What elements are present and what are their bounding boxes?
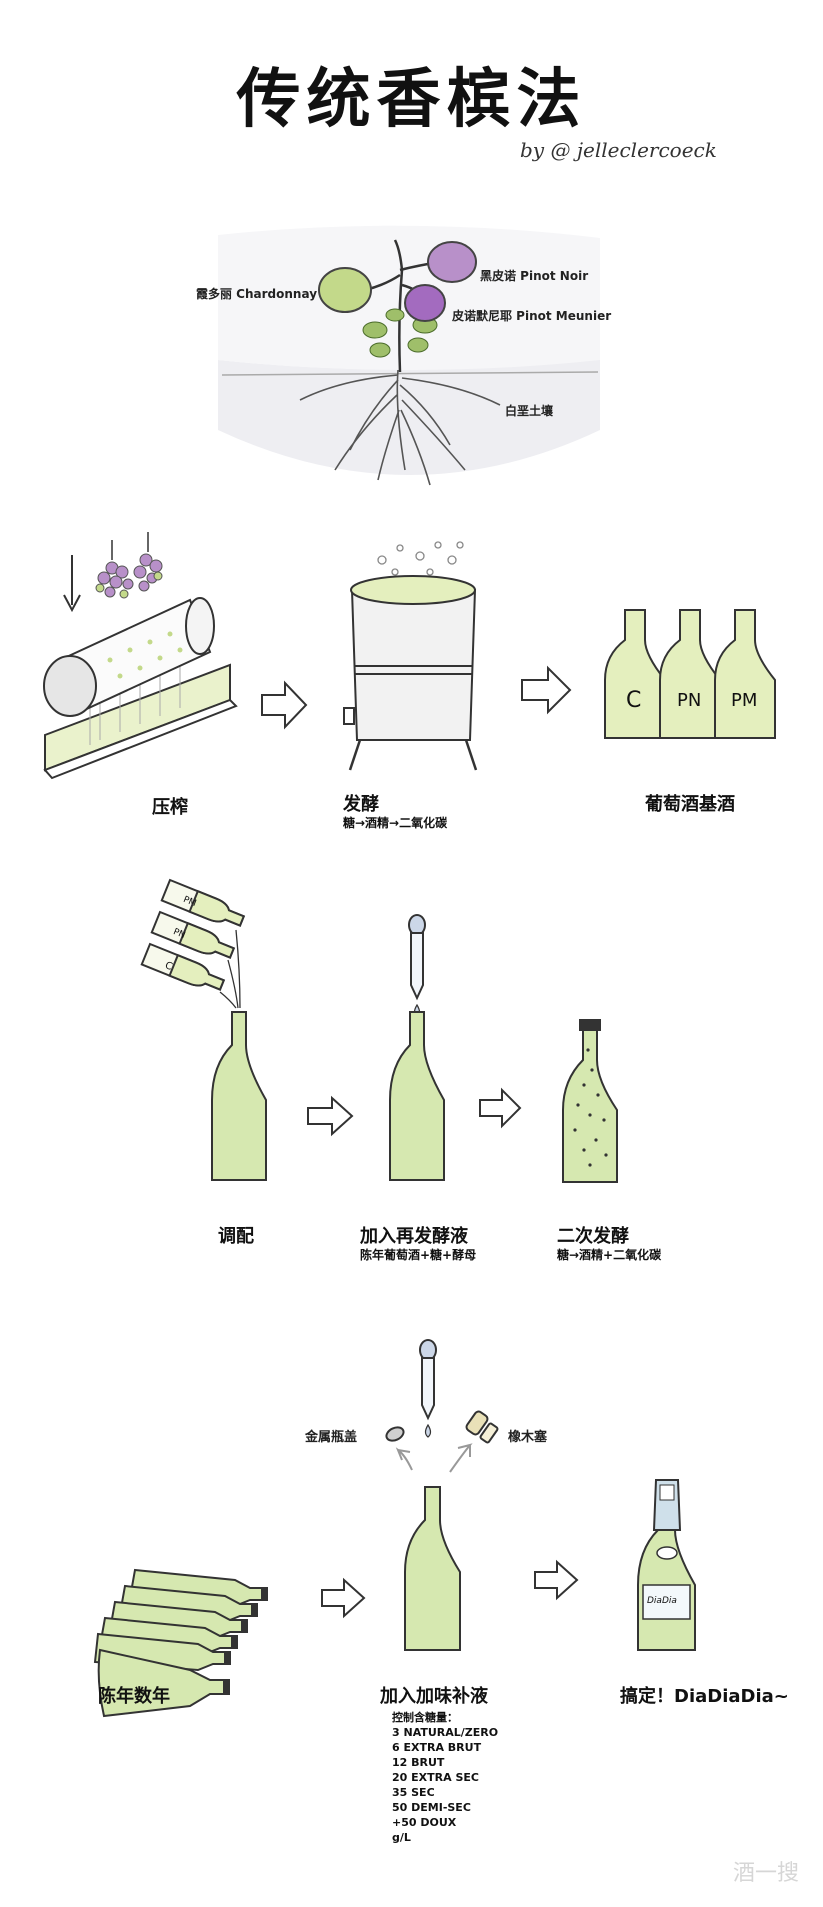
arrow-to-cap [395,1447,413,1471]
step-second-ferment: 二次发酵 [557,1226,629,1247]
label-pinot-noir: 黑皮诺 Pinot Noir [480,269,589,283]
sugar-level: 50 DEMI-SEC [392,1801,471,1814]
step-second-ferment-desc: 糖→酒精+二氧化碳 [557,1248,662,1262]
arrow-dosage-to-done [534,1559,579,1601]
dosage-pipette [419,1339,437,1438]
fermentation-vat [343,541,478,771]
vine-roots [299,369,501,486]
step-add-liqueur: 加入再发酵液 [360,1226,468,1247]
vine-leaves [362,308,438,358]
label-cork: 橡木塞 [508,1430,548,1445]
finished-champagne-bottle [637,1479,696,1651]
crown-cap-icon [385,1426,405,1442]
sugar-title: 控制含糖量： [392,1711,458,1724]
ground-line [221,371,599,376]
label-soil: 白垩土壤 [505,404,554,418]
dosage-bottle [404,1486,461,1651]
aging-bottles [93,1568,263,1718]
pinot-noir-grape [427,241,477,283]
aging-bottle-caps [224,1587,268,1695]
author-credit: by @ jelleclercoeck [520,138,717,162]
bottle-label-text: DiaDia [647,1596,677,1606]
arrow-ferment-to-base [521,665,572,715]
sugar-level-list: 控制含糖量： 3 NATURAL/ZERO 6 EXTRA BRUT 12 BR… [392,1710,498,1845]
label-crown-cap: 金属瓶盖 [305,1430,358,1445]
blend-bottle [211,1011,267,1181]
step-ferment-desc: 糖→酒精→二氧化碳 [343,816,448,830]
sugar-unit: g/L [392,1831,411,1844]
pinot-meunier-grape [404,284,446,322]
step-aging: 陈年数年 [98,1686,170,1707]
pipette [408,914,426,1018]
watermark: 酒一搜 [732,1861,799,1886]
sugar-level: 20 EXTRA SEC [392,1771,479,1784]
arrow-blend-to-liqueur [307,1095,354,1137]
sugar-level: 12 BRUT [392,1756,445,1769]
grape-press [43,597,238,780]
chalk-soil [218,358,600,475]
sugar-level: 3 NATURAL/ZERO [392,1726,499,1739]
sugar-level: 35 SEC [392,1786,435,1799]
step-base-wine: 葡萄酒基酒 [645,794,735,815]
step-done: 搞定！DiaDiaDia~ [620,1686,789,1707]
step-add-liqueur-desc: 陈年葡萄酒+糖+酵母 [360,1248,477,1262]
bottle-pm-letter: PM [731,690,758,711]
step-ferment: 发酵 [343,794,379,815]
arrow-aging-to-dosage [321,1577,366,1619]
step-dosage: 加入加味补液 [380,1686,488,1707]
step-blend: 调配 [218,1226,254,1247]
base-wine-bottles [604,609,776,739]
blending-bottles [140,878,246,1009]
bottle-c-letter: C [626,688,642,713]
label-chardonnay: 霞多丽 Chardonnay [196,287,318,301]
arrow-liqueur-to-second [479,1087,522,1129]
liqueur-bottle [389,1011,445,1181]
bottle-pn-letter: PN [677,690,702,711]
chardonnay-grape [318,267,372,313]
step-press: 压榨 [152,797,188,818]
arrow-to-cork [449,1443,473,1473]
sugar-level: +50 DOUX [392,1816,457,1829]
page-title: 传统香槟法 [236,63,587,137]
arrow-press-to-ferment [261,680,308,730]
sugar-level: 6 EXTRA BRUT [392,1741,482,1754]
second-ferment-bottle [562,1019,618,1183]
falling-grapes [63,532,163,613]
cork-icon [465,1410,499,1444]
label-pinot-meunier: 皮诺默尼耶 Pinot Meunier [452,309,612,323]
